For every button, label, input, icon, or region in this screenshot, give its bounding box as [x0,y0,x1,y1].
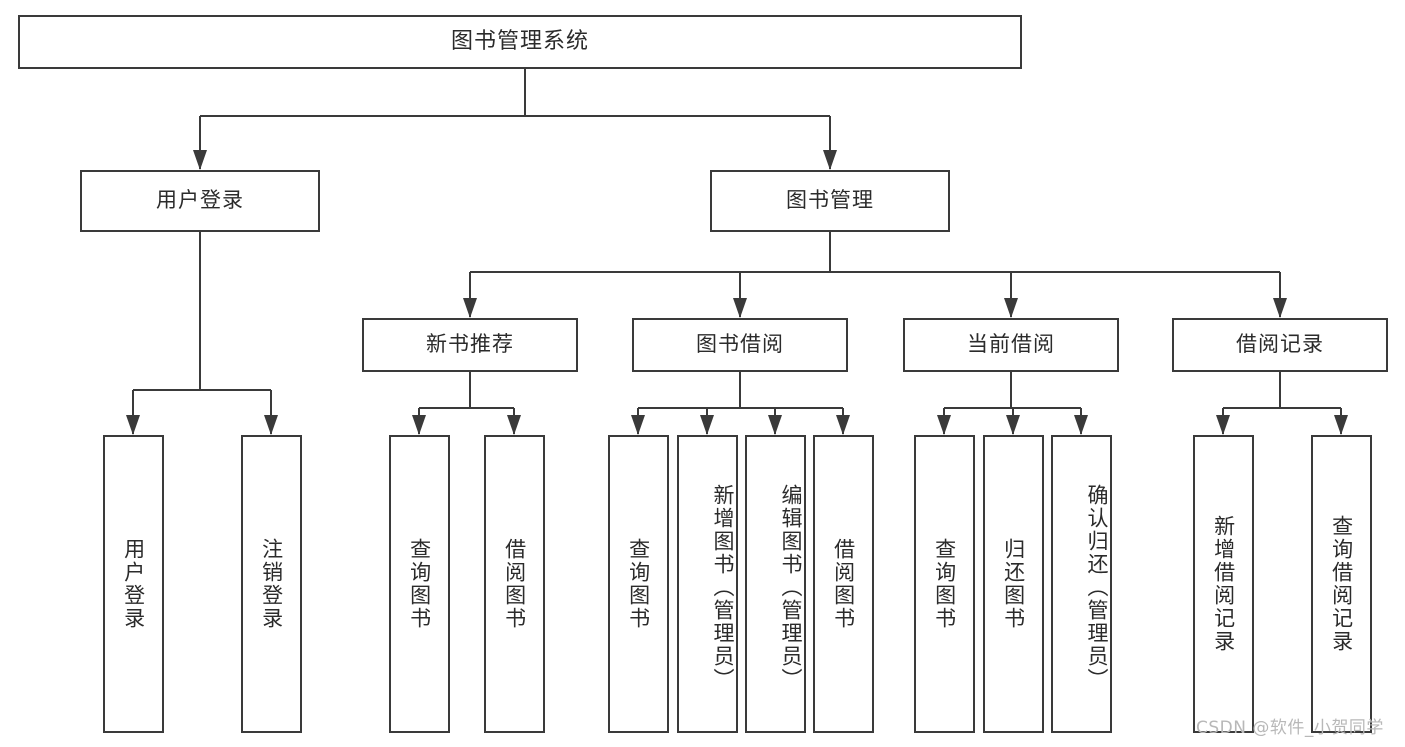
node-leaf-query-book-3: 查询图书 [914,435,975,733]
arrowhead-icon [733,298,747,318]
node-label: 用户登录 [121,538,146,630]
node-leaf-logout: 注销登录 [241,435,302,733]
node-borrow-record: 借阅记录 [1172,318,1388,372]
arrowhead-icon [412,415,426,435]
node-label: 查询图书 [407,538,432,630]
node-new-book-recommend: 新书推荐 [362,318,578,372]
node-label: 查询图书 [626,538,651,630]
node-leaf-add-record: 新增借阅记录 [1193,435,1254,733]
node-user-login: 用户登录 [80,170,320,232]
node-leaf-return-book: 归还图书 [983,435,1044,733]
node-book-manage: 图书管理 [710,170,950,232]
node-leaf-user-login: 用户登录 [103,435,164,733]
node-label: 新增图书（管理员） [711,483,735,691]
node-label: 当前借阅 [967,332,1055,357]
node-label: 编辑图书（管理员） [779,483,803,691]
node-label: 图书借阅 [696,332,784,357]
arrowhead-icon [193,150,207,170]
arrowhead-icon [463,298,477,318]
node-leaf-confirm-return: 确认归还（管理员） [1051,435,1112,733]
arrowhead-icon [836,415,850,435]
node-label: 借阅记录 [1236,332,1324,357]
node-label: 归还图书 [1001,538,1026,630]
node-leaf-query-book-1: 查询图书 [389,435,450,733]
node-book-borrow: 图书借阅 [632,318,848,372]
arrowhead-icon [1006,415,1020,435]
node-leaf-query-record: 查询借阅记录 [1311,435,1372,733]
arrowhead-icon [1216,415,1230,435]
arrowhead-icon [1074,415,1088,435]
arrowhead-icon [1334,415,1348,435]
arrowhead-icon [1273,298,1287,318]
csdn-watermark: CSDN @软件_小贺同学 [1196,718,1384,738]
node-label: 图书管理系统 [450,28,589,54]
node-label: 图书管理 [786,188,874,213]
node-label: 注销登录 [259,538,284,630]
arrowhead-icon [768,415,782,435]
node-leaf-borrow-book-2: 借阅图书 [813,435,874,733]
node-label: 查询图书 [932,538,957,630]
node-label: 确认归还（管理员） [1085,483,1109,691]
node-label: 用户登录 [156,188,244,213]
node-leaf-borrow-book-1: 借阅图书 [484,435,545,733]
node-label: 借阅图书 [831,538,856,630]
node-root-system: 图书管理系统 [18,15,1022,69]
node-leaf-edit-book: 编辑图书（管理员） [745,435,806,733]
arrowhead-icon [937,415,951,435]
arrowhead-icon [126,415,140,435]
node-label: 新增借阅记录 [1211,515,1236,653]
node-leaf-add-book: 新增图书（管理员） [677,435,738,733]
node-current-borrow: 当前借阅 [903,318,1119,372]
node-label: 新书推荐 [426,332,514,357]
node-leaf-query-book-2: 查询图书 [608,435,669,733]
node-label: 查询借阅记录 [1329,515,1354,653]
arrowhead-icon [1004,298,1018,318]
arrowhead-icon [700,415,714,435]
arrowhead-icon [823,150,837,170]
arrowhead-icon [264,415,278,435]
node-label: 借阅图书 [502,538,527,630]
arrowhead-icon [631,415,645,435]
arrowhead-icon [507,415,521,435]
